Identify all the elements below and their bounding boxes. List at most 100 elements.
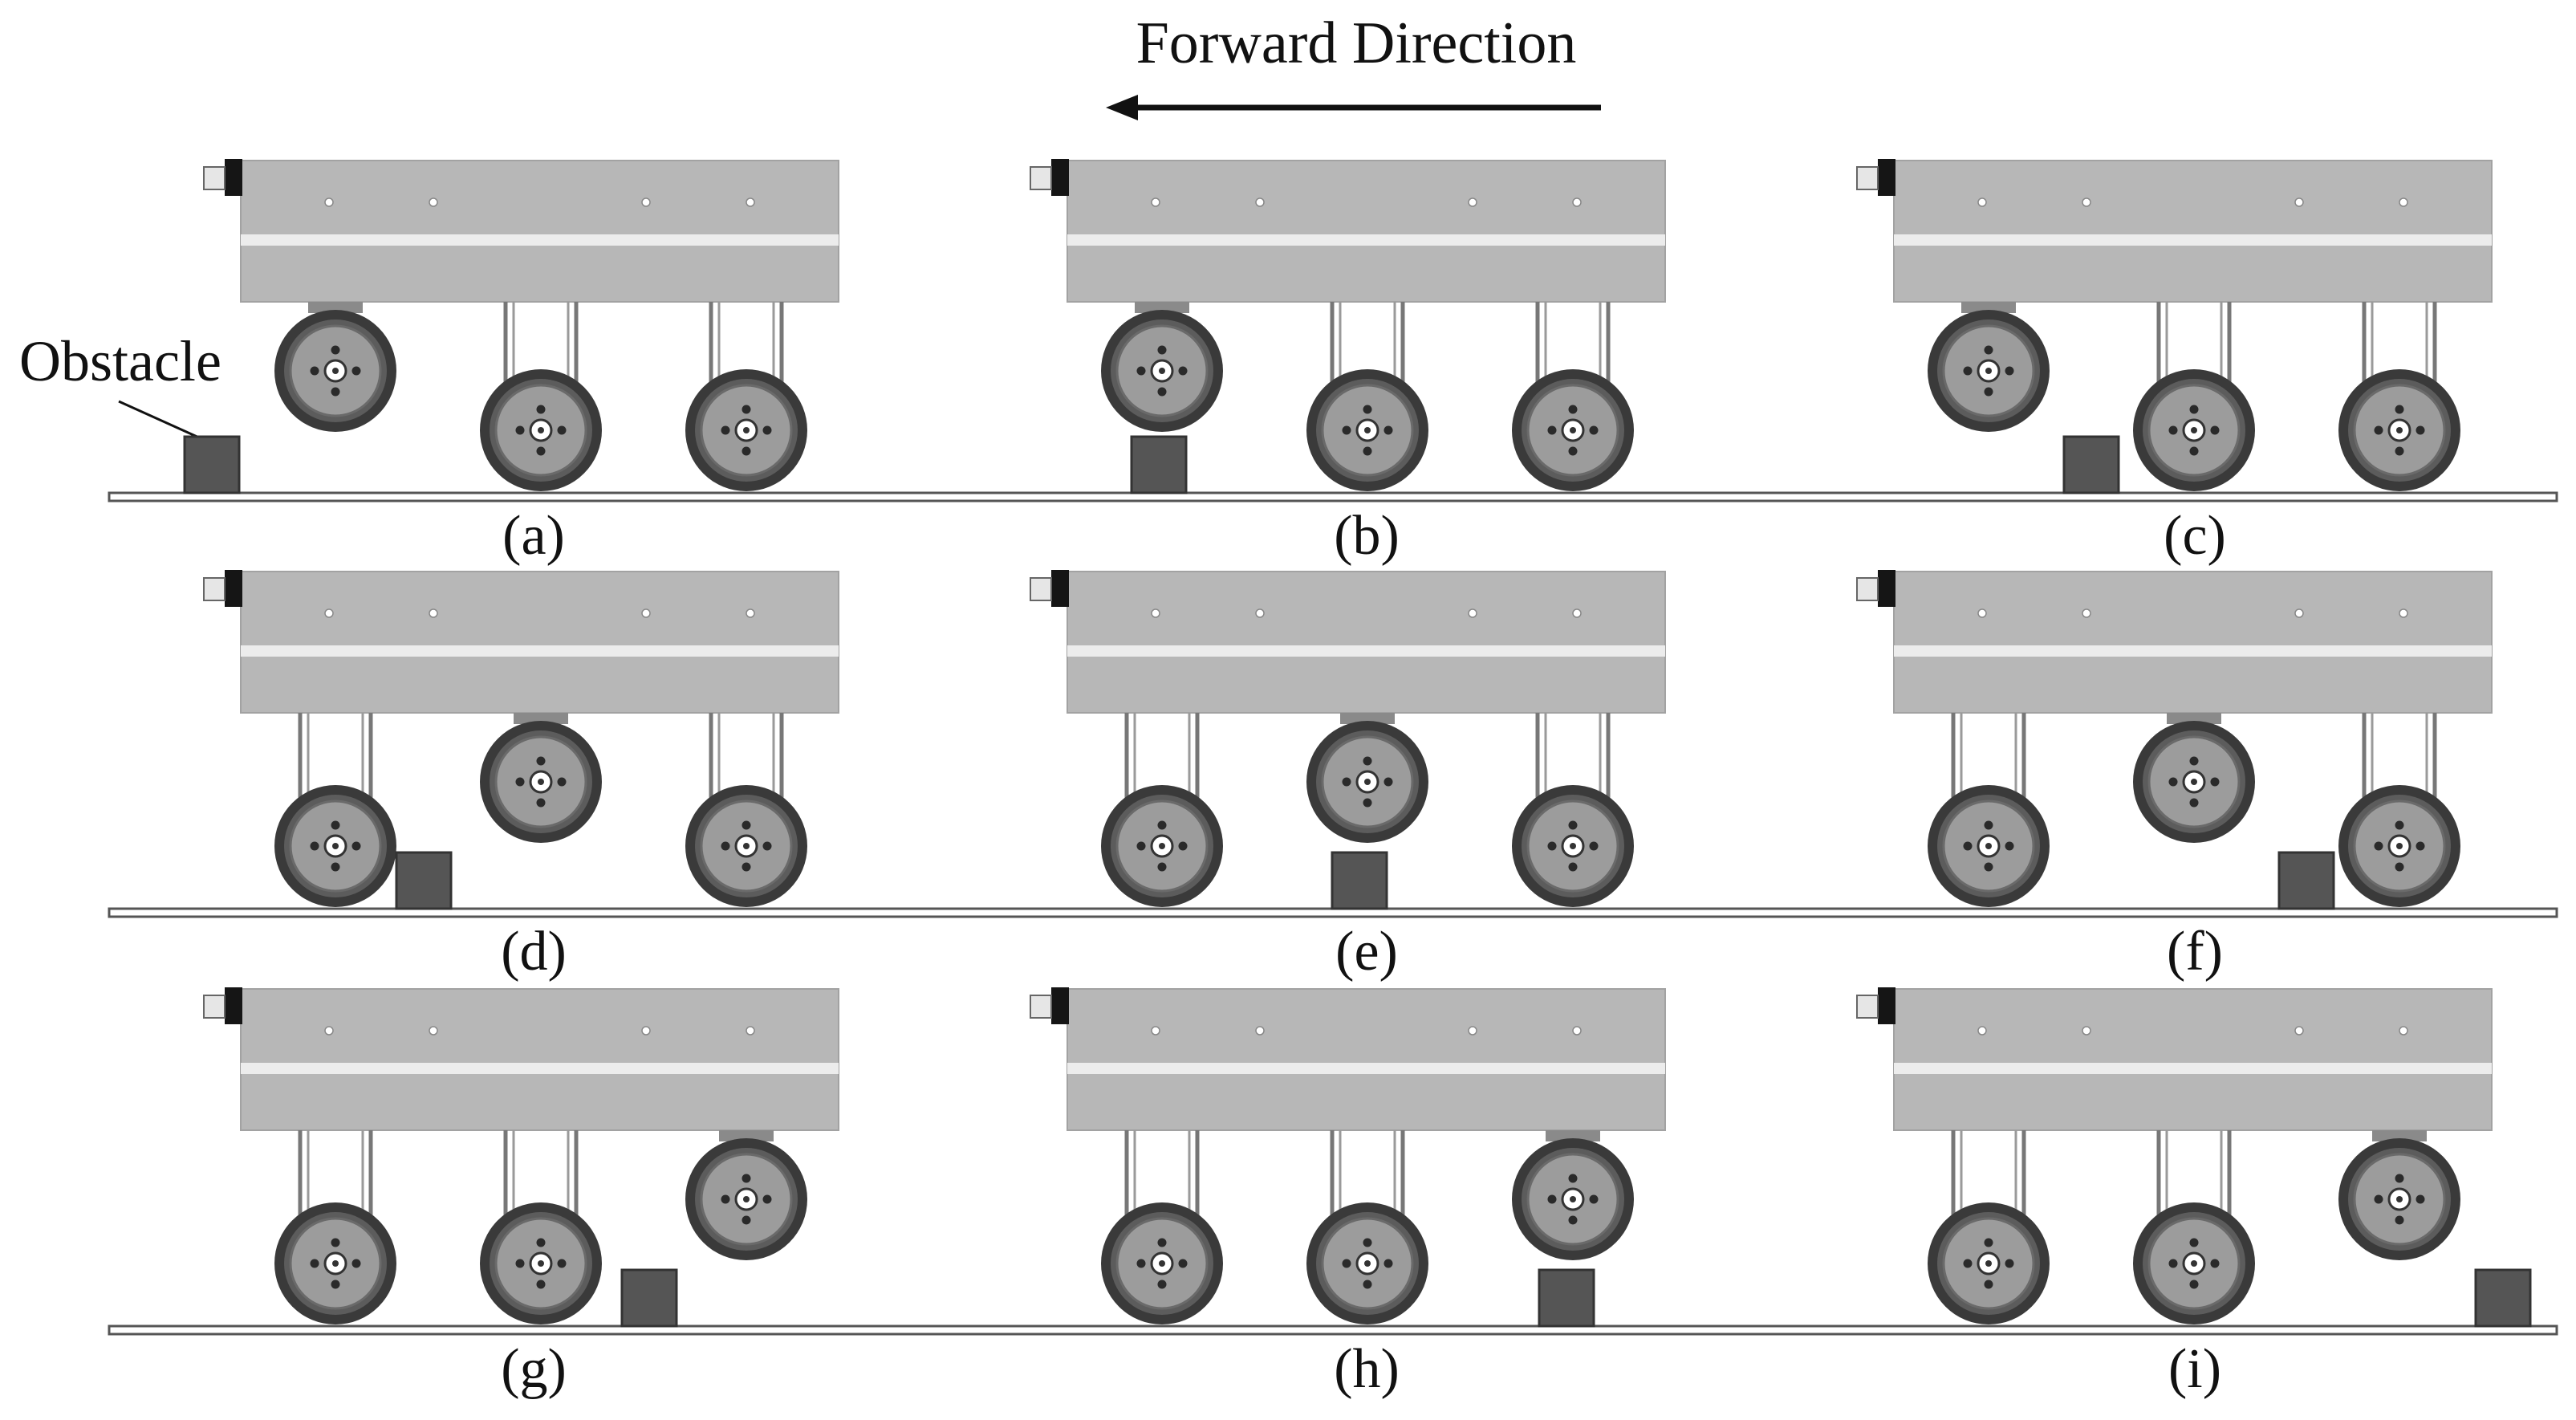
front-wheel [1101, 310, 1223, 432]
panel-label: (i) [2168, 1338, 2221, 1400]
wheel-bolt [2168, 425, 2178, 435]
wheel-axle-center [2396, 427, 2403, 433]
wheel-bolt [1383, 777, 1393, 787]
wheel-bolt [1363, 446, 1372, 456]
wheel-bolt [2210, 1259, 2220, 1268]
wheel-bolt [1342, 1259, 1351, 1268]
wheel-bolt [2416, 1194, 2425, 1204]
wheel-bolt [1178, 366, 1188, 376]
wheel-bolt [1589, 841, 1599, 851]
chassis-screw [2399, 608, 2408, 618]
wheel-axle-center [1364, 779, 1371, 785]
wheel-bolt [1363, 798, 1372, 808]
robot-chassis [1067, 160, 1666, 303]
wheel-bolt [2374, 841, 2383, 851]
wheel-bolt [721, 1194, 730, 1204]
wheel-bolt [2395, 405, 2404, 414]
wheel-bolt [310, 1259, 319, 1268]
robot-chassis [240, 988, 839, 1131]
wheel-bolt [536, 1238, 546, 1247]
panel-label: (f) [2167, 921, 2223, 983]
middle-wheel [1306, 369, 1428, 491]
wheel-bolt [742, 820, 751, 830]
wheel-bolt [1157, 1238, 1167, 1247]
panel-label: (a) [502, 505, 565, 567]
wheel-bolt [331, 345, 340, 355]
wheel-bolt [2395, 1215, 2404, 1225]
front-wheel-mount [308, 302, 363, 313]
front-sensor-cap [225, 159, 242, 196]
chassis-screw [1572, 1026, 1582, 1036]
chassis-stripe [1894, 234, 2492, 246]
panel-c: (c) [1856, 159, 2493, 567]
wheel-bolt [1136, 366, 1146, 376]
chassis-screw [324, 197, 334, 207]
obstacle-block [183, 435, 241, 494]
robot-chassis [240, 571, 839, 714]
wheel-bolt [557, 425, 567, 435]
wheel-bolt [1589, 1194, 1599, 1204]
rear-wheel [2338, 1138, 2460, 1260]
panel-label: (d) [501, 921, 567, 983]
wheel-bolt [1383, 1259, 1393, 1268]
chassis-screw [1151, 197, 1160, 207]
wheel-bolt [2005, 366, 2014, 376]
obstacle-block [1130, 435, 1188, 494]
wheel-bolt [2395, 862, 2404, 872]
wheel-bolt [1342, 425, 1351, 435]
wheel-bolt [331, 1280, 340, 1289]
robot-body [1856, 570, 2493, 714]
wheel-axle-center [538, 779, 544, 785]
wheel-bolt [742, 446, 751, 456]
front-wheel-mount [1961, 302, 2016, 313]
robot-body [203, 987, 839, 1131]
wheel-bolt [2416, 425, 2425, 435]
wheel-axle-center [1570, 427, 1576, 433]
wheel-bolt [1157, 1280, 1167, 1289]
wheel-bolt [2189, 756, 2199, 766]
chassis-screw [641, 197, 651, 207]
wheel-bolt [1157, 345, 1167, 355]
obstacle-block [2474, 1268, 2532, 1328]
forward-direction-arrowhead [1106, 95, 1138, 120]
wheel-bolt [742, 405, 751, 414]
chassis-screw [1977, 1026, 1987, 1036]
wheel-bolt [762, 841, 772, 851]
obstacle-block [2277, 851, 2335, 910]
wheel-bolt [2395, 446, 2404, 456]
wheel-bolt [1984, 1280, 1993, 1289]
wheel-axle-center [743, 427, 750, 433]
wheel-axle-center [743, 1196, 750, 1202]
front-sensor-cap [225, 570, 242, 607]
wheel-bolt [1363, 1280, 1372, 1289]
chassis-screw [2294, 608, 2304, 618]
front-sensor-lens [1030, 166, 1052, 190]
chassis-screw [429, 1026, 438, 1036]
wheel-axle-center [332, 1260, 339, 1267]
panel-label: (h) [1334, 1338, 1400, 1400]
chassis-screw [1572, 608, 1582, 618]
rear-wheel [1512, 785, 1634, 907]
wheel-bolt [1178, 1259, 1188, 1268]
panel-label: (c) [2164, 505, 2226, 567]
chassis-screw [1255, 197, 1265, 207]
chassis-screw [1468, 1026, 1477, 1036]
wheel-bolt [536, 1280, 546, 1289]
chassis-screw [2082, 197, 2091, 207]
robot-body [1856, 159, 2493, 303]
middle-wheel [2133, 721, 2255, 843]
front-sensor-lens [203, 995, 226, 1019]
chassis-stripe [1067, 234, 1665, 246]
chassis-screw [429, 197, 438, 207]
wheel-bolt [1136, 841, 1146, 851]
front-wheel [1101, 1202, 1223, 1324]
middle-wheel [1306, 721, 1428, 843]
wheel-bolt [762, 425, 772, 435]
front-wheel [274, 310, 396, 432]
wheel-bolt [1984, 345, 1993, 355]
panel-h: (h) [1030, 987, 1666, 1400]
wheel-bolt [536, 798, 546, 808]
wheel-bolt [1363, 1238, 1372, 1247]
wheel-bolt [2395, 820, 2404, 830]
wheel-axle-center [332, 368, 339, 374]
